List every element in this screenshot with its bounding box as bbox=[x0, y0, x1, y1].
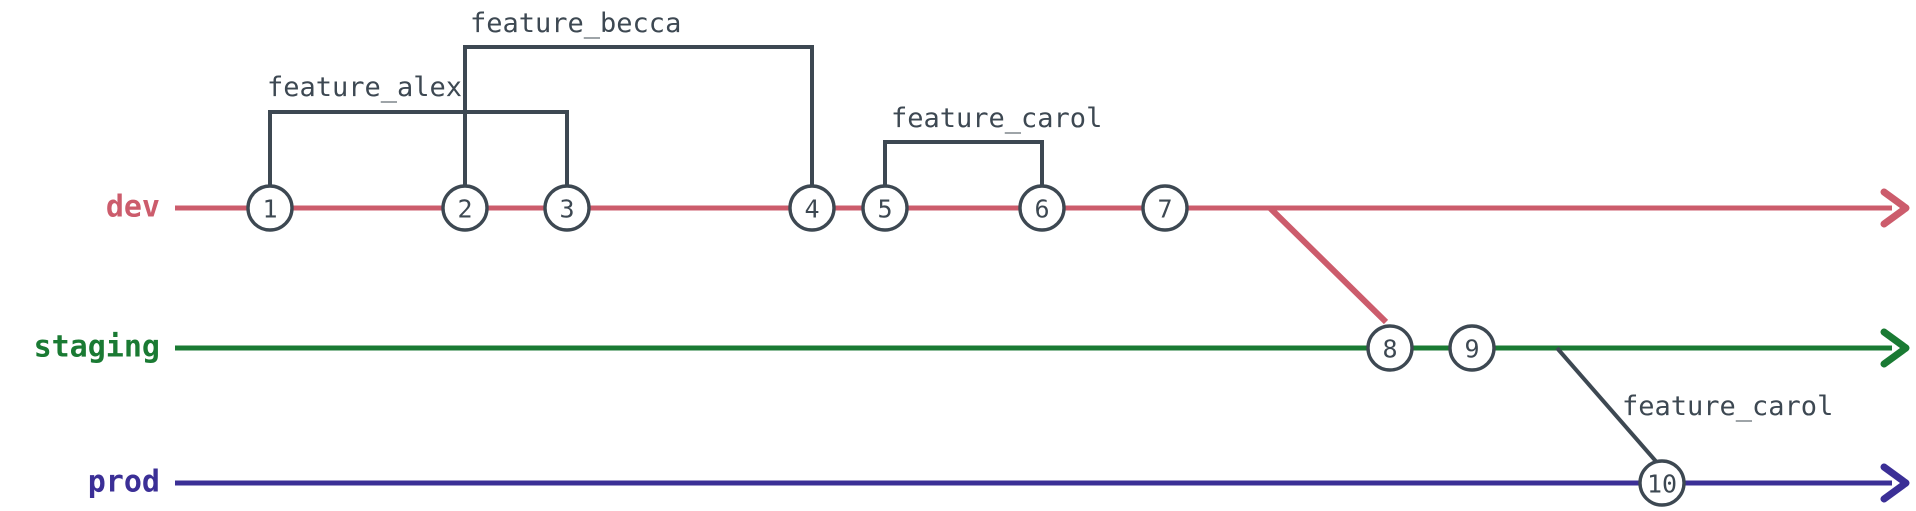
commit-label-5: 5 bbox=[877, 195, 892, 224]
commit-node-10[interactable]: 10 bbox=[1638, 459, 1686, 507]
branch-label-dev: dev bbox=[106, 190, 160, 225]
branch-label-staging: staging bbox=[34, 330, 160, 365]
commit-node-7[interactable]: 7 bbox=[1141, 184, 1189, 232]
branch-label-prod: prod bbox=[88, 465, 160, 500]
merge-label-staging-to-prod-merge: feature_carol bbox=[1622, 391, 1833, 422]
commit-circle-8[interactable] bbox=[1366, 324, 1414, 372]
feature-bracket-feature_alex bbox=[268, 110, 569, 186]
commit-label-9: 9 bbox=[1464, 335, 1479, 364]
staging-arrowhead bbox=[1880, 328, 1910, 368]
commit-circle-2[interactable] bbox=[441, 184, 489, 232]
feature-bracket-feature_becca bbox=[463, 45, 814, 186]
merge-edge-dev-to-staging-merge bbox=[1267, 205, 1389, 325]
commit-label-8: 8 bbox=[1382, 335, 1397, 364]
commit-node-1[interactable]: 1 bbox=[246, 184, 294, 232]
commit-circle-1[interactable] bbox=[246, 184, 294, 232]
commit-label-4: 4 bbox=[804, 195, 819, 224]
dev-arrowhead bbox=[1880, 188, 1910, 228]
commit-circle-3[interactable] bbox=[543, 184, 591, 232]
commit-circle-6[interactable] bbox=[1018, 184, 1066, 232]
commit-node-5[interactable]: 5 bbox=[861, 184, 909, 232]
commit-node-6[interactable]: 6 bbox=[1018, 184, 1066, 232]
feature-label-feature_carol: feature_carol bbox=[891, 103, 1102, 134]
commit-label-10: 10 bbox=[1647, 470, 1677, 499]
commit-label-7: 7 bbox=[1157, 195, 1172, 224]
commit-circle-9[interactable] bbox=[1448, 324, 1496, 372]
feature-label-feature_alex: feature_alex bbox=[267, 72, 462, 103]
commit-node-4[interactable]: 4 bbox=[788, 184, 836, 232]
commit-circle-4[interactable] bbox=[788, 184, 836, 232]
merge-edge-staging-to-prod-merge bbox=[1555, 346, 1662, 468]
commit-label-3: 3 bbox=[559, 195, 574, 224]
commit-label-1: 1 bbox=[262, 195, 277, 224]
commit-node-3[interactable]: 3 bbox=[543, 184, 591, 232]
commit-label-6: 6 bbox=[1034, 195, 1049, 224]
commit-label-2: 2 bbox=[457, 195, 472, 224]
commit-circle-10[interactable] bbox=[1638, 459, 1686, 507]
feature-bracket-feature_carol bbox=[883, 140, 1044, 186]
commit-circle-7[interactable] bbox=[1141, 184, 1189, 232]
commit-node-2[interactable]: 2 bbox=[441, 184, 489, 232]
commit-node-9[interactable]: 9 bbox=[1448, 324, 1496, 372]
prod-arrowhead bbox=[1880, 463, 1910, 503]
feature-label-feature_becca: feature_becca bbox=[470, 8, 681, 39]
commit-circle-5[interactable] bbox=[861, 184, 909, 232]
commit-node-8[interactable]: 8 bbox=[1366, 324, 1414, 372]
